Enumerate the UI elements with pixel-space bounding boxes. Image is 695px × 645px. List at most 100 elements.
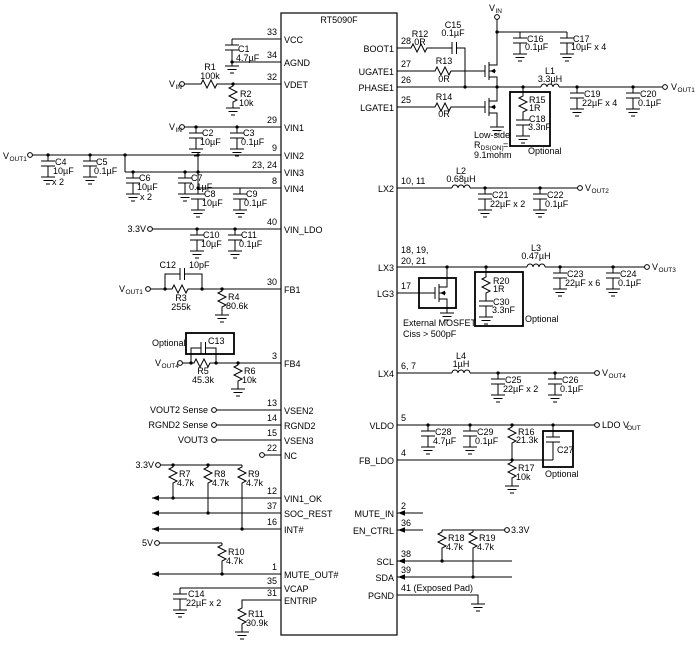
net-vout1-label: V (3, 151, 9, 161)
net-vout4-sub: OUT4 (609, 373, 627, 380)
vout2-sense-terminal (212, 408, 217, 413)
capacitor-C13-icon (201, 342, 206, 354)
pin-number: 3 (272, 351, 277, 361)
label-R12-val: 0R (414, 37, 426, 47)
pin-name: VCAP (284, 584, 309, 594)
label-R20-val: 1R (493, 284, 505, 294)
label-R19-val: 4.7k (477, 542, 495, 552)
net-3v3-label: 3.3V (127, 224, 146, 234)
resistor-R10-icon (218, 543, 226, 563)
label-C5-val: 0.1µF (94, 166, 118, 176)
net-vout1-label: V (671, 82, 677, 92)
note-optional: Optional (525, 314, 559, 324)
label-R4-val: 80.6k (226, 301, 249, 311)
label-C28-val: 4.7µF (433, 436, 457, 446)
right-pin-names: BOOT1 UGATE1 PHASE1 LGATE1 LX2 LX3 LG3 L… (353, 44, 395, 601)
net-vout2-sense-label: VOUT2 Sense (150, 405, 208, 415)
pin-number: 14 (267, 413, 277, 423)
label-C17-val: 10µF x 4 (571, 42, 606, 52)
pin-name: VIN1_OK (284, 494, 322, 504)
pin-number: 18, 19, (401, 245, 429, 255)
pin-number: 6, 7 (401, 361, 416, 371)
gnd-icon (505, 482, 519, 493)
resistor-R4-icon (218, 289, 226, 309)
nc-terminal (260, 453, 265, 458)
gnd-icon (235, 628, 249, 639)
3v3-terminal (505, 528, 510, 533)
note-ext-mosfet: External MOSFET (403, 318, 477, 328)
label-R14-val: 0R (438, 109, 450, 119)
gnd-icon (225, 62, 239, 73)
pin-name: MUTE_IN (354, 509, 394, 519)
arrow-icon (152, 510, 159, 516)
label-C12-ref: C12 (159, 260, 176, 270)
pin-name: VSEN2 (284, 406, 314, 416)
label-C9-val: 0.1µF (244, 198, 268, 208)
label-C26-val: 0.1µF (560, 384, 584, 394)
label-C14-val: 22µF x 2 (186, 598, 221, 608)
pin-number: 36 (401, 518, 411, 528)
pin-name: LGATE1 (360, 103, 394, 113)
note-ciss: Ciss > 500pF (403, 329, 457, 339)
net-vout3-sub: OUT3 (659, 267, 677, 274)
resistor-R2-icon (229, 84, 237, 104)
label-R11-val: 30.9k (246, 618, 269, 628)
net-5v-label: 5V (142, 538, 153, 548)
pin-number: 20, 21 (401, 256, 426, 266)
label-C4-val: 10µF (53, 166, 74, 176)
pin-number: 31 (267, 588, 277, 598)
resistor-R9-icon (238, 465, 246, 485)
label-R2-val: 10k (239, 98, 254, 108)
pin-name: FB4 (284, 359, 301, 369)
label-C29-val: 0.1µF (475, 436, 499, 446)
label-C21-val: 22µF x 2 (490, 199, 525, 209)
pin-number: 39 (401, 565, 411, 575)
vin-terminal (495, 15, 500, 20)
note-rdson-eq: = (503, 140, 508, 150)
gnd-icon (479, 313, 493, 324)
pin-name: VIN3 (284, 168, 304, 178)
label-C13-ref: C13 (208, 336, 225, 346)
pin-name: NC (284, 451, 297, 461)
net-3v3-label: 3.3V (511, 525, 530, 535)
pin-number: 40 (267, 217, 277, 227)
pin-number: 1 (272, 562, 277, 572)
net-vin-label: V (489, 3, 495, 13)
label-R7-val: 4.7k (177, 478, 195, 488)
label-R6-val: 10k (242, 375, 257, 385)
label-C6-val2: x 2 (140, 192, 152, 202)
pin-number: 27 (401, 59, 411, 69)
inductor-L1-icon (541, 84, 559, 87)
resistor-R3-icon (169, 285, 193, 293)
optional-boxes (186, 92, 573, 467)
label-R15-val: 1R (529, 103, 541, 113)
pin-name: VIN_LDO (284, 225, 323, 235)
pin-number: 32 (267, 72, 277, 82)
net-terminals (28, 15, 668, 580)
left-pin-numbers: 33 34 32 29 9 23, 24 8 40 30 3 13 14 15 … (252, 27, 277, 598)
gnd-icon (231, 385, 245, 396)
label-R9-val: 4.7k (246, 478, 264, 488)
capacitor-C12-icon (180, 268, 185, 280)
label-C6-val: 10µF (137, 182, 158, 192)
resistor-R20-icon (482, 275, 490, 295)
label-R17-val: 10k (516, 472, 531, 482)
pin-number: 33 (267, 27, 277, 37)
resistor-R8-icon (204, 465, 212, 485)
vout1-terminal (28, 153, 33, 158)
3v3-terminal (148, 227, 153, 232)
label-C27-ref: C27 (557, 445, 574, 455)
vout3-terminal (645, 265, 650, 270)
pin-number: 22 (267, 443, 277, 453)
label-R13-val: 0R (438, 74, 450, 84)
label-R16-val: 21.3k (516, 435, 539, 445)
label-R5-val: 45.3k (192, 375, 215, 385)
rgnd2-sense-terminal (212, 423, 217, 428)
label-C30-val: 3.3nF (492, 305, 516, 315)
pin-name: VCC (284, 35, 304, 45)
label-R10-val: 4.7k (226, 556, 244, 566)
arrow-icon (152, 495, 159, 501)
